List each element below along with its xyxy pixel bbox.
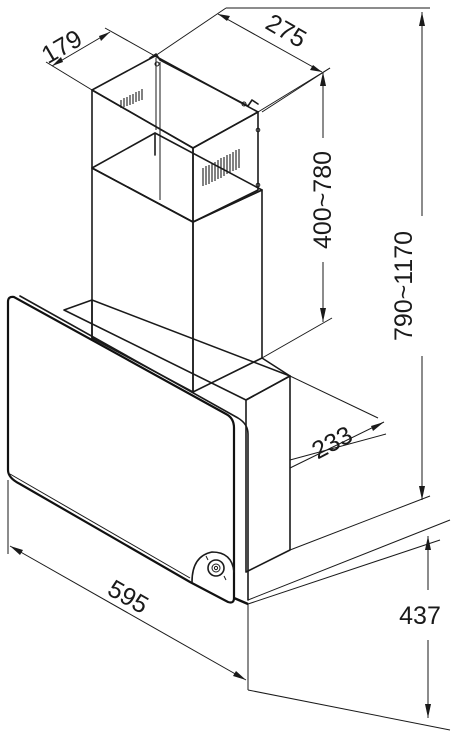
body-depth-label: 233	[307, 421, 357, 465]
dimension-chimney-width: 275	[154, 7, 331, 113]
upper-chimney	[91, 53, 261, 223]
chimney-width-label: 275	[261, 9, 311, 54]
dimension-chimney-depth: 179	[37, 25, 156, 91]
total-height-label: 790~1170	[390, 231, 418, 341]
dimension-hood-height: 437	[247, 519, 451, 731]
control-button[interactable]	[191, 551, 235, 583]
glass-front-panel	[6, 295, 249, 606]
hood-width-label: 595	[103, 575, 153, 620]
chimney-height-label: 400~780	[309, 151, 337, 249]
dimension-chimney-height: 400~780	[261, 67, 337, 359]
chimney-depth-label: 179	[37, 25, 87, 70]
dimension-total-height: 790~1170	[226, 7, 431, 551]
hood-height-label: 437	[399, 602, 441, 630]
vent-slots-rear	[120, 89, 143, 108]
dimension-body-depth: 233	[289, 375, 387, 469]
